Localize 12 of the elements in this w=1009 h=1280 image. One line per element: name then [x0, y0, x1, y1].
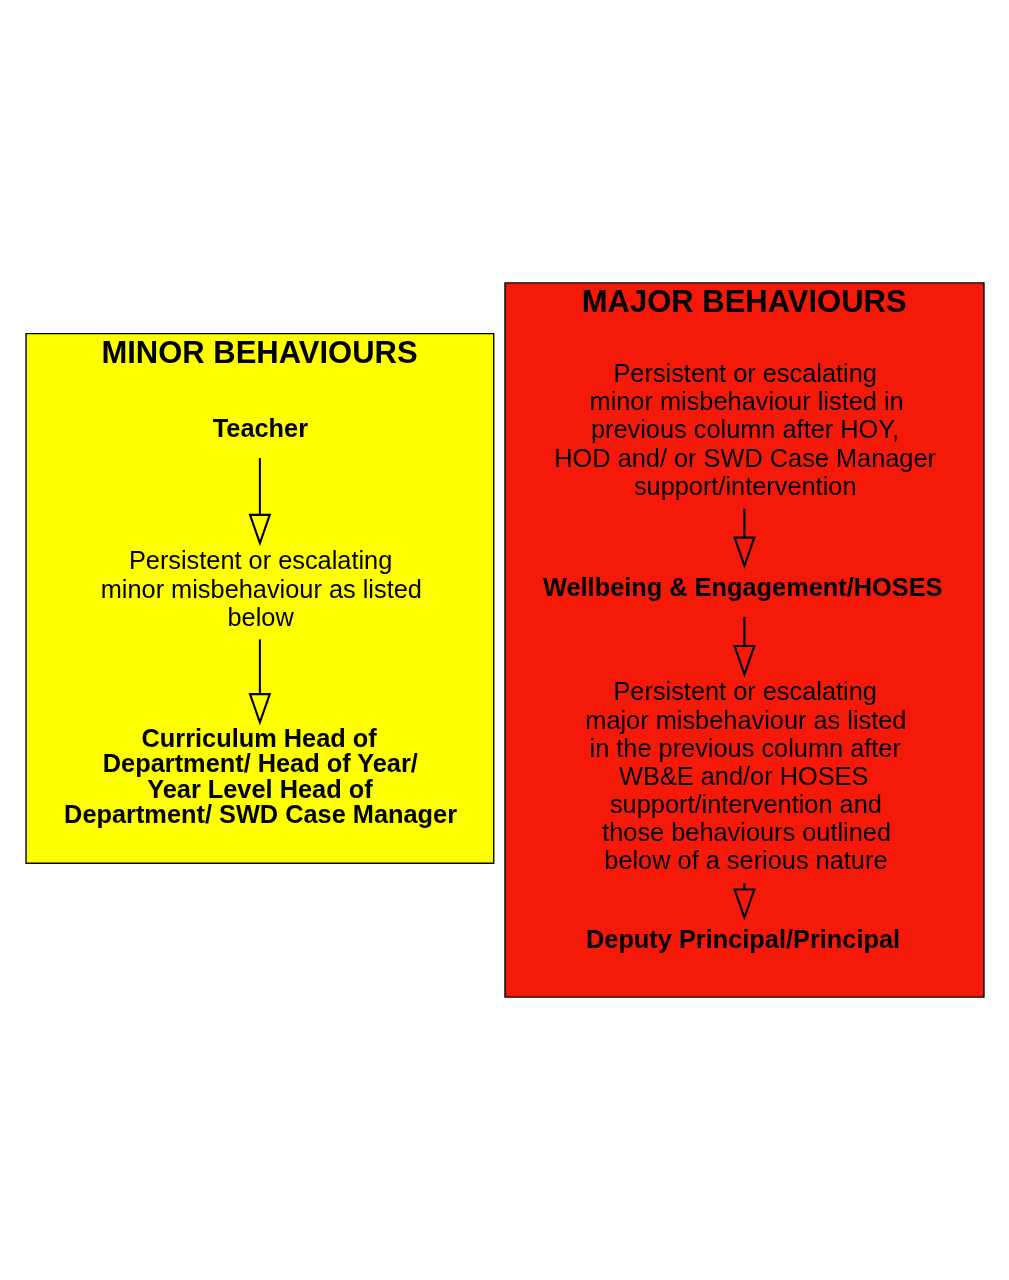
node-text: Curriculum Head of Department/ Head of Year/ Year Level Head of Department/ SWD Case Manager [63, 723, 457, 828]
node-text: Persistent or escalating minor misbehaviour listed in previous column after HOY, HOD and/ or SWD Case Manager support/intervention [553, 359, 936, 500]
node-text: Persistent or escalating minor misbehaviour as listed below [100, 546, 422, 631]
node-text: Persistent or escalating major misbehaviour as listed in the previous column after WB&E and/or HOSES support/intervention and those behaviours outlined below of a serious nature [584, 677, 906, 875]
arrow [732, 883, 756, 921]
arrow [732, 508, 756, 569]
arrow [248, 639, 271, 726]
node-text: Deputy Principal/Principal [585, 925, 900, 954]
arrow [248, 458, 271, 547]
node-text: Wellbeing & Engagement/HOSES [542, 573, 942, 602]
node-text: Teacher [212, 414, 308, 443]
arrow [732, 616, 756, 678]
